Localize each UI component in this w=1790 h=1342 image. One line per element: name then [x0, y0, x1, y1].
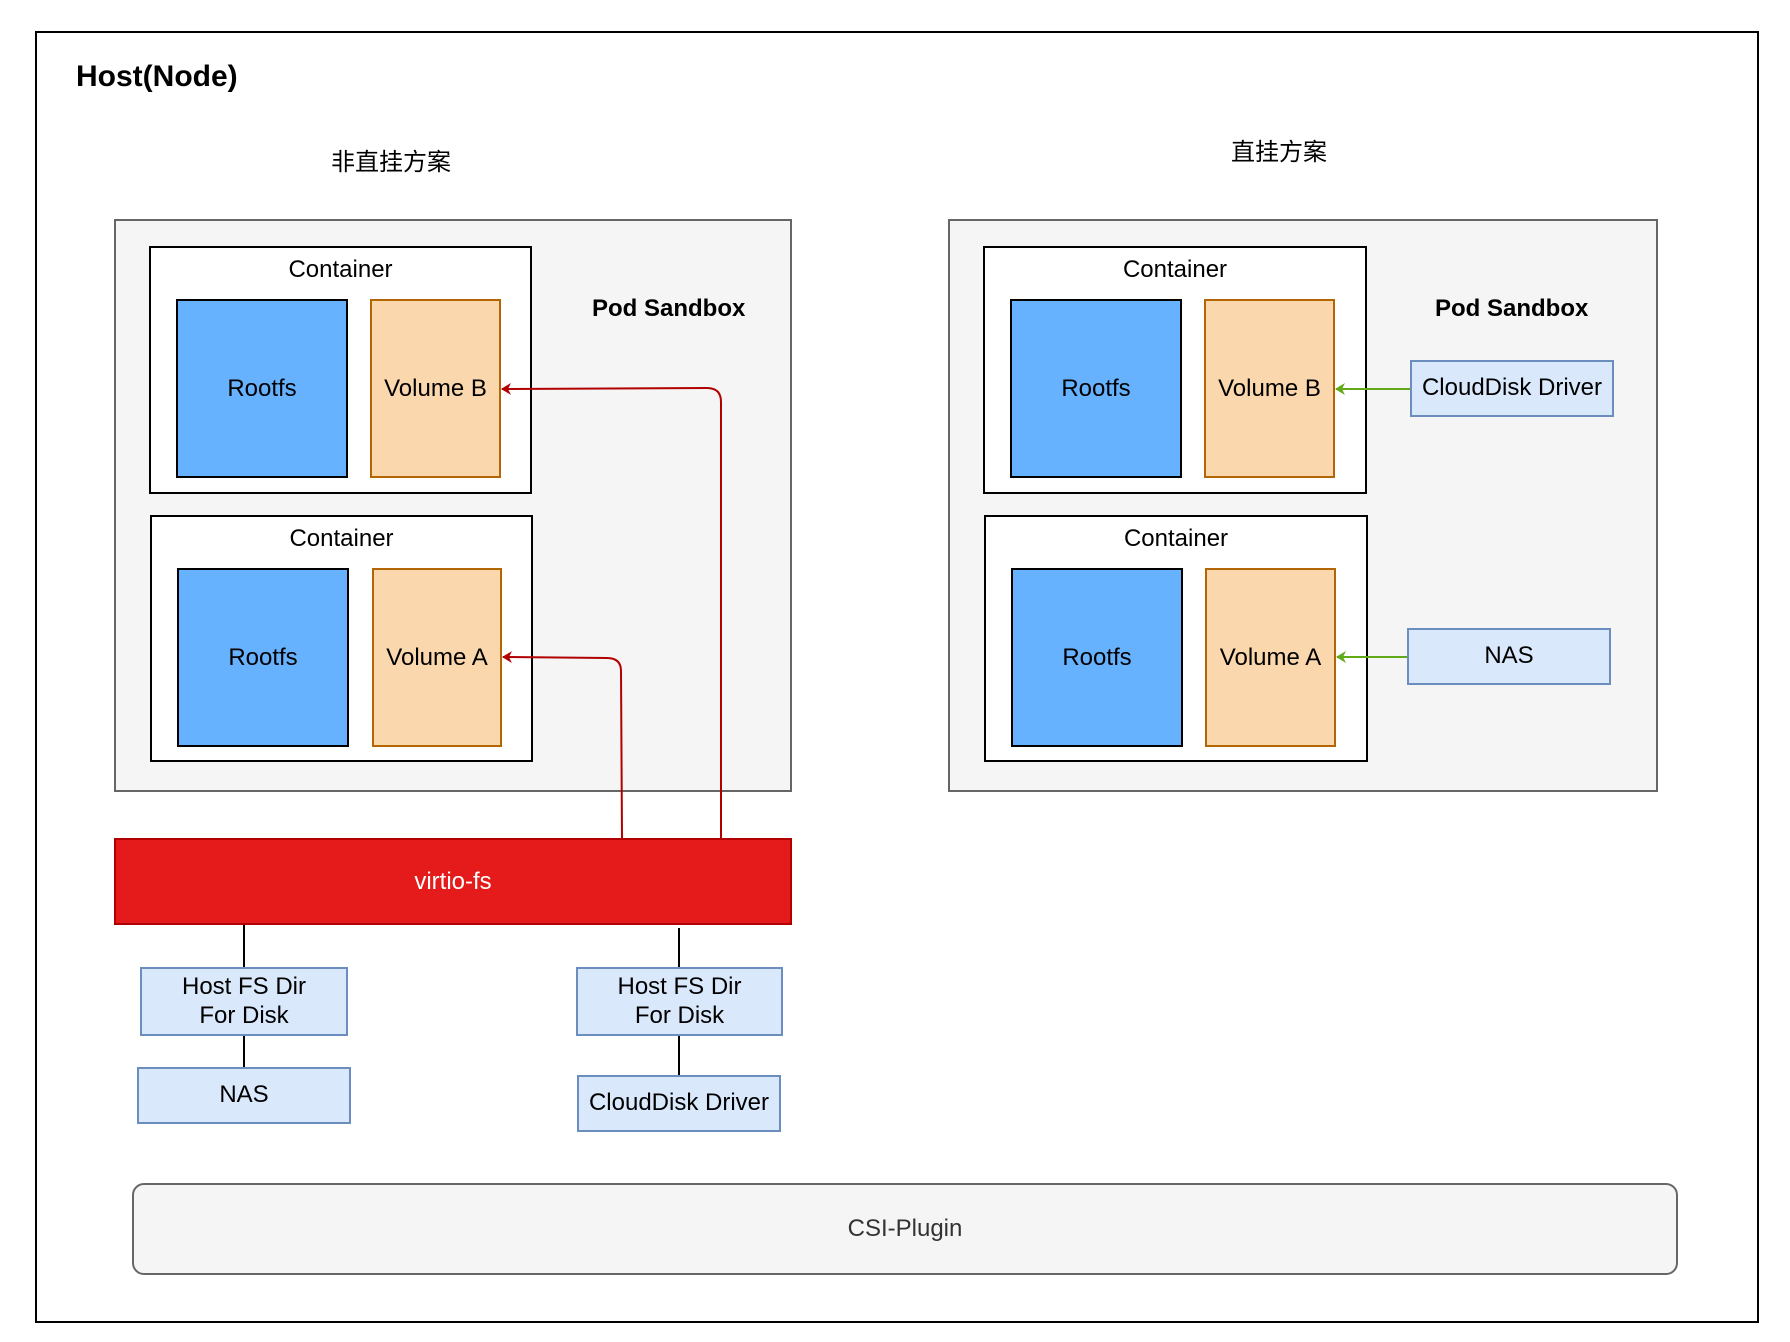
container-label: Container: [1122, 256, 1228, 283]
left-rootfs-1: Rootfs: [176, 299, 348, 478]
right-rootfs-1: Rootfs: [1010, 299, 1182, 478]
container-label: Container: [289, 525, 394, 552]
right-clouddisk-driver-box: CloudDisk Driver: [1410, 360, 1614, 417]
right-nas-box: NAS: [1407, 628, 1611, 685]
left-clouddisk-driver-box: CloudDisk Driver: [577, 1075, 781, 1132]
container-label: Container: [1123, 525, 1229, 552]
right-scheme-title: 直挂方案: [1231, 138, 1327, 166]
container-label: Container: [288, 256, 393, 283]
left-rootfs-2: Rootfs: [177, 568, 349, 747]
csi-plugin-bar: CSI-Plugin: [132, 1183, 1678, 1275]
virtio-fs-bar: virtio-fs: [114, 838, 792, 925]
right-rootfs-2: Rootfs: [1011, 568, 1183, 747]
host-fs-dir-clouddisk: Host FS Dir For Disk: [576, 967, 783, 1036]
left-volume-a: Volume A: [372, 568, 502, 747]
left-nas-box: NAS: [137, 1067, 351, 1124]
right-volume-b: Volume B: [1204, 299, 1335, 478]
left-scheme-title: 非直挂方案: [331, 148, 451, 176]
right-volume-a: Volume A: [1205, 568, 1336, 747]
left-volume-b: Volume B: [370, 299, 501, 478]
left-sandbox-label: Pod Sandbox: [592, 295, 746, 322]
host-fs-dir-nas: Host FS Dir For Disk: [140, 967, 348, 1036]
host-title: Host(Node): [76, 60, 238, 93]
right-sandbox-label: Pod Sandbox: [1435, 295, 1589, 322]
